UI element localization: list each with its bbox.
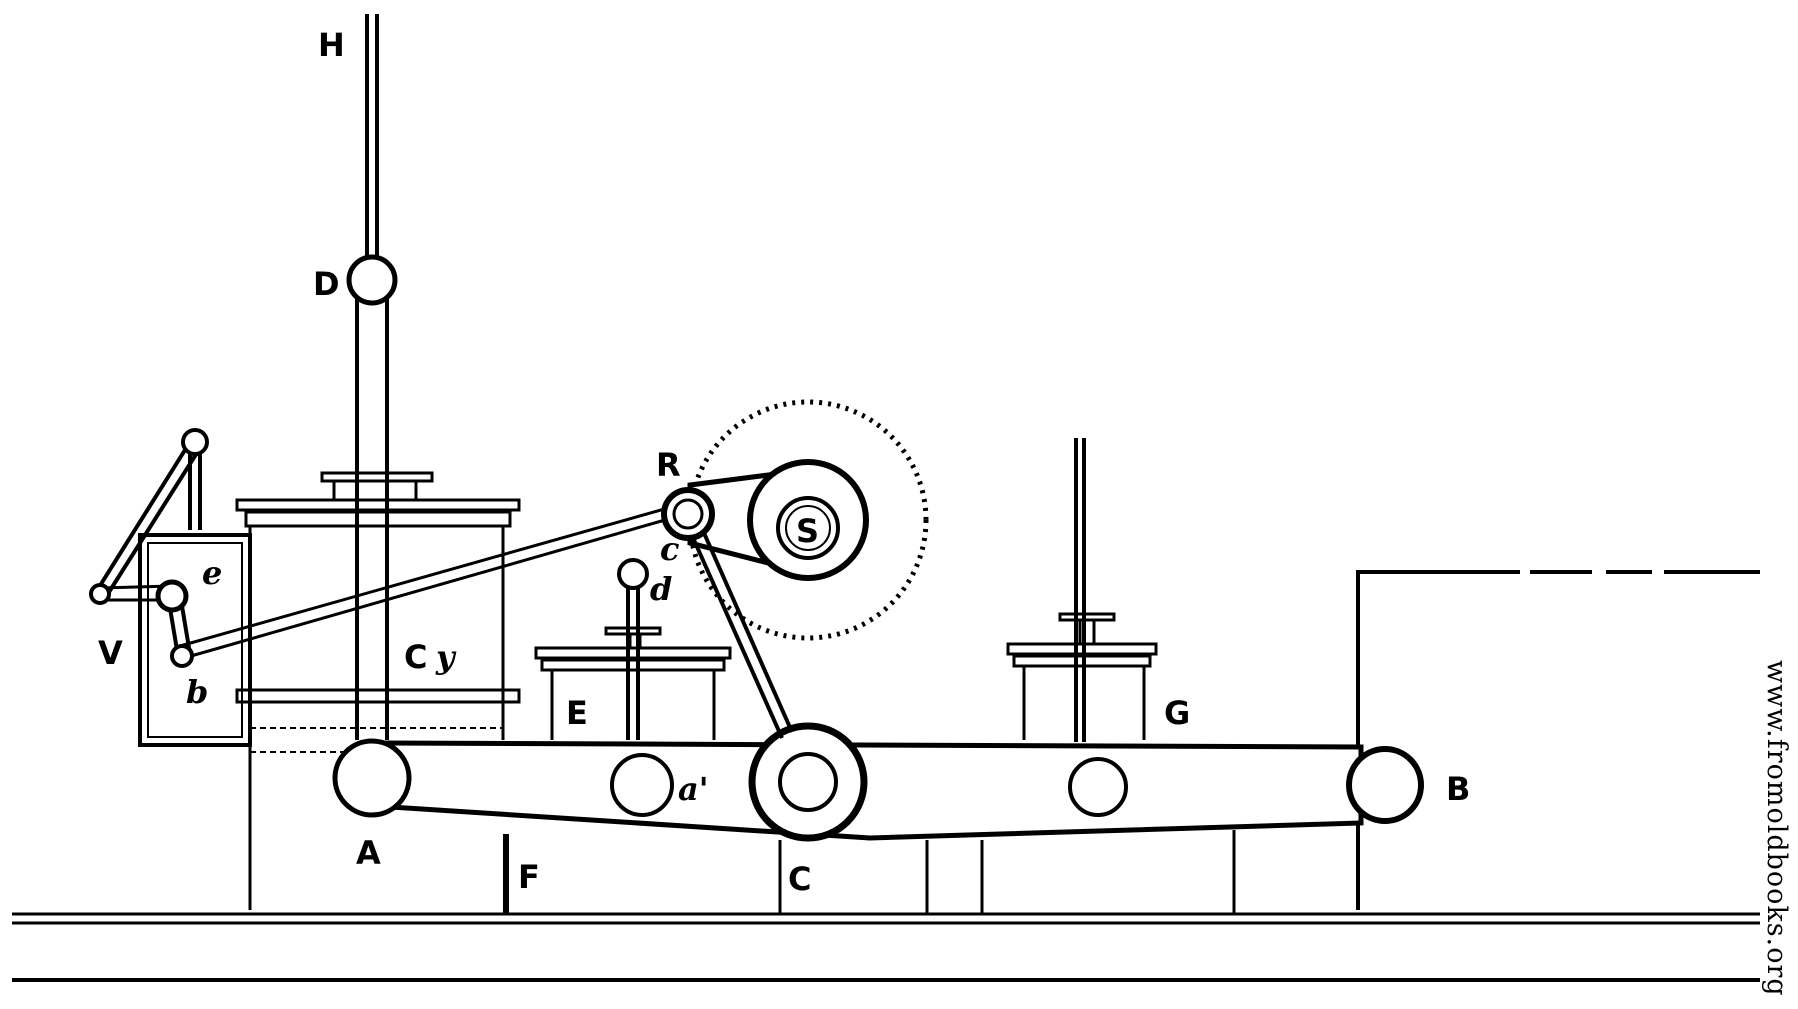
label-c: c [660, 530, 679, 568]
cylinder [235, 471, 521, 753]
linkage-pivot-V [89, 583, 111, 605]
label-e: e [202, 554, 222, 592]
frame-posts [248, 740, 1236, 914]
shaft-S-inner [785, 505, 831, 551]
label-G: G [1164, 694, 1190, 732]
linkage-pivot-b [170, 644, 194, 668]
ground-rails [12, 912, 1760, 982]
label-B: B [1446, 770, 1470, 808]
pump-rod-knob [617, 558, 649, 590]
watermark: www.fromoldbooks.org [1761, 660, 1792, 997]
beam-centre-pivot-C [748, 722, 868, 842]
pump-rod-d [626, 588, 640, 740]
label-S: S [796, 512, 819, 550]
label-C: C [788, 860, 811, 898]
beam-pivots [610, 753, 1128, 817]
linkage-pivot-e [155, 579, 189, 613]
pump-G-rod [1074, 438, 1086, 742]
label-D: D [313, 265, 340, 303]
housing-outline [1356, 570, 1760, 910]
beam [372, 740, 1364, 841]
label-y: y [435, 638, 457, 676]
label-a-prime: a' [678, 770, 709, 808]
label-R: R [656, 446, 681, 484]
beam-end-B [1346, 746, 1424, 824]
label-E: E [566, 694, 588, 732]
connecting-rod [692, 532, 794, 739]
linkage-pivot-top [181, 428, 209, 456]
piston-rod [355, 14, 389, 740]
label-A: A [356, 834, 381, 872]
label-H: H [318, 26, 345, 64]
label-d: d [650, 570, 672, 608]
label-F: F [518, 858, 540, 896]
label-Cy: C [404, 638, 427, 676]
beam-end-A [332, 738, 412, 818]
label-V: V [98, 634, 123, 672]
valve-rod [179, 506, 673, 660]
crank-pin-R-inner [672, 498, 704, 530]
crosshead-D [346, 254, 398, 306]
label-b: b [186, 673, 208, 711]
valve-chest-frame [138, 533, 252, 747]
